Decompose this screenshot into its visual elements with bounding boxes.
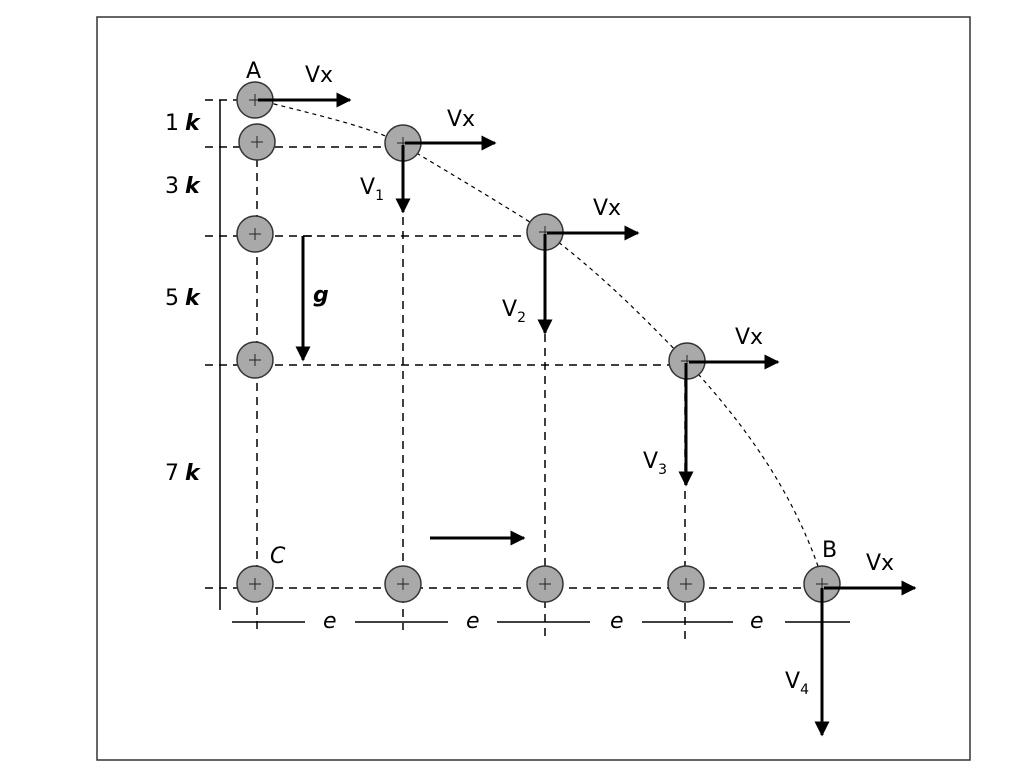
label-vx-1: Vx <box>447 107 475 132</box>
label-distance-e-1: e <box>323 609 337 634</box>
label-gravity: g <box>313 283 329 308</box>
ball-positions <box>236 81 841 603</box>
ball-column-c-3 <box>236 341 274 379</box>
label-v1: V1 <box>360 175 384 204</box>
ball-column-c-2 <box>236 215 274 253</box>
label-v2: V2 <box>502 297 526 326</box>
ball-bottom-1 <box>384 565 422 603</box>
label-point-c: C <box>270 544 286 569</box>
horizontal-velocity-arrows <box>258 92 917 596</box>
ball-column-c-1 <box>238 123 276 161</box>
label-distance-e-2: e <box>466 609 480 634</box>
label-distance-e-4: e <box>750 609 764 634</box>
label-point-a: A <box>246 59 261 84</box>
ball-a <box>236 81 274 119</box>
label-point-b: B <box>822 538 837 563</box>
ball-c <box>236 565 274 603</box>
trajectory-curve <box>257 99 823 579</box>
label-vx-2: Vx <box>593 196 621 221</box>
horizontal-level-lines <box>205 99 822 589</box>
label-distance-e-3: e <box>610 609 624 634</box>
label-vx-b: Vx <box>866 551 894 576</box>
vertical-velocity-arrows <box>295 145 830 737</box>
diagram-frame <box>96 16 971 761</box>
label-vx-a: Vx <box>305 63 333 88</box>
ball-bottom-2 <box>526 565 564 603</box>
ball-bottom-3 <box>667 565 705 603</box>
label-vx-3: Vx <box>735 325 763 350</box>
label-v4: V4 <box>785 669 809 698</box>
label-v3: V3 <box>643 449 667 478</box>
